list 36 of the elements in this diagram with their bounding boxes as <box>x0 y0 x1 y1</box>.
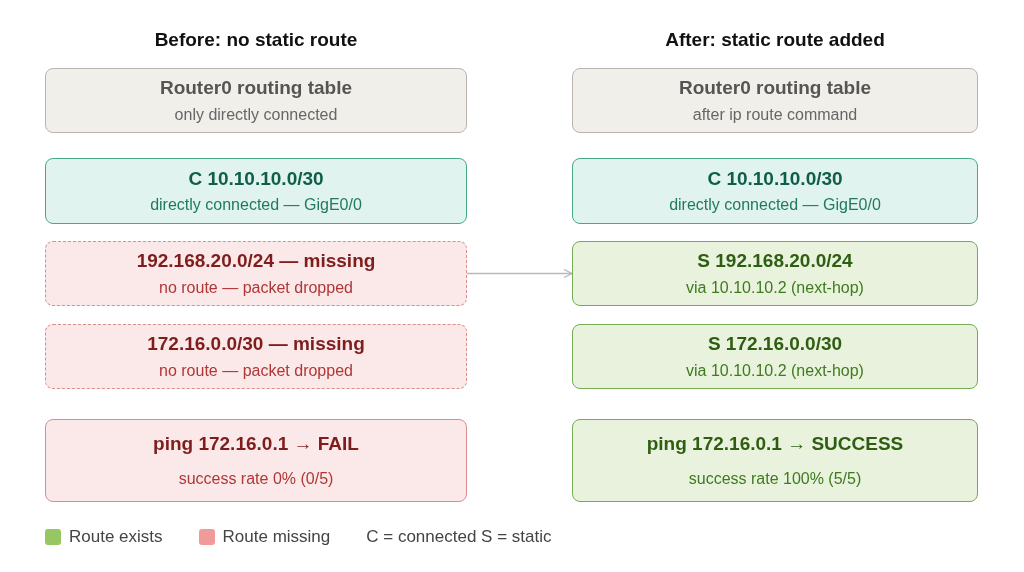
route-detail: directly connected — GigE0/0 <box>150 195 362 216</box>
route-title: ping 172.16.0.1 → FAIL <box>153 432 359 457</box>
route-title: Router0 routing table <box>159 76 353 101</box>
arrow <box>466 268 573 279</box>
route-box <box>45 324 467 389</box>
route-title: S 172.16.0.0/30 <box>707 332 843 357</box>
route-box <box>572 241 978 306</box>
route-title: C 10.10.10.0/30 <box>188 166 324 191</box>
route-box <box>45 68 467 133</box>
route-detail: via 10.10.10.2 (next-hop) <box>686 360 864 381</box>
legend-text: Route exists <box>69 526 163 548</box>
route-box <box>45 158 467 224</box>
legend-text: Route missing <box>222 526 331 548</box>
route-box <box>45 419 467 502</box>
route-title: 172.16.0.0/30 — missing <box>147 332 365 357</box>
route-detail: via 10.10.10.2 (next-hop) <box>686 277 864 298</box>
route-box <box>572 419 978 502</box>
route-title: C 10.10.10.0/30 <box>707 166 843 191</box>
route-detail: no route — packet dropped <box>159 277 353 298</box>
route-title: Router0 routing table <box>678 76 872 101</box>
route-box <box>572 158 978 224</box>
route-detail: after ip route command <box>692 104 858 125</box>
route-box <box>572 68 978 133</box>
route-box <box>572 324 978 389</box>
route-detail: directly connected — GigE0/0 <box>669 195 881 216</box>
route-detail: no route — packet dropped <box>159 360 353 381</box>
route-detail: success rate 100% (5/5) <box>688 468 862 489</box>
route-title: S 192.168.20.0/24 <box>697 249 853 274</box>
route-box <box>45 241 467 306</box>
column-heading: Before: no static route <box>153 28 359 52</box>
legend-note: C = connected S = static <box>366 526 552 548</box>
route-title: 192.168.20.0/24 — missing <box>136 249 376 274</box>
column-heading: After: static route added <box>664 28 886 52</box>
route-title: ping 172.16.0.1 → SUCCESS <box>646 432 904 457</box>
route-detail: success rate 0% (0/5) <box>178 468 334 489</box>
route-detail: only directly connected <box>174 104 338 125</box>
